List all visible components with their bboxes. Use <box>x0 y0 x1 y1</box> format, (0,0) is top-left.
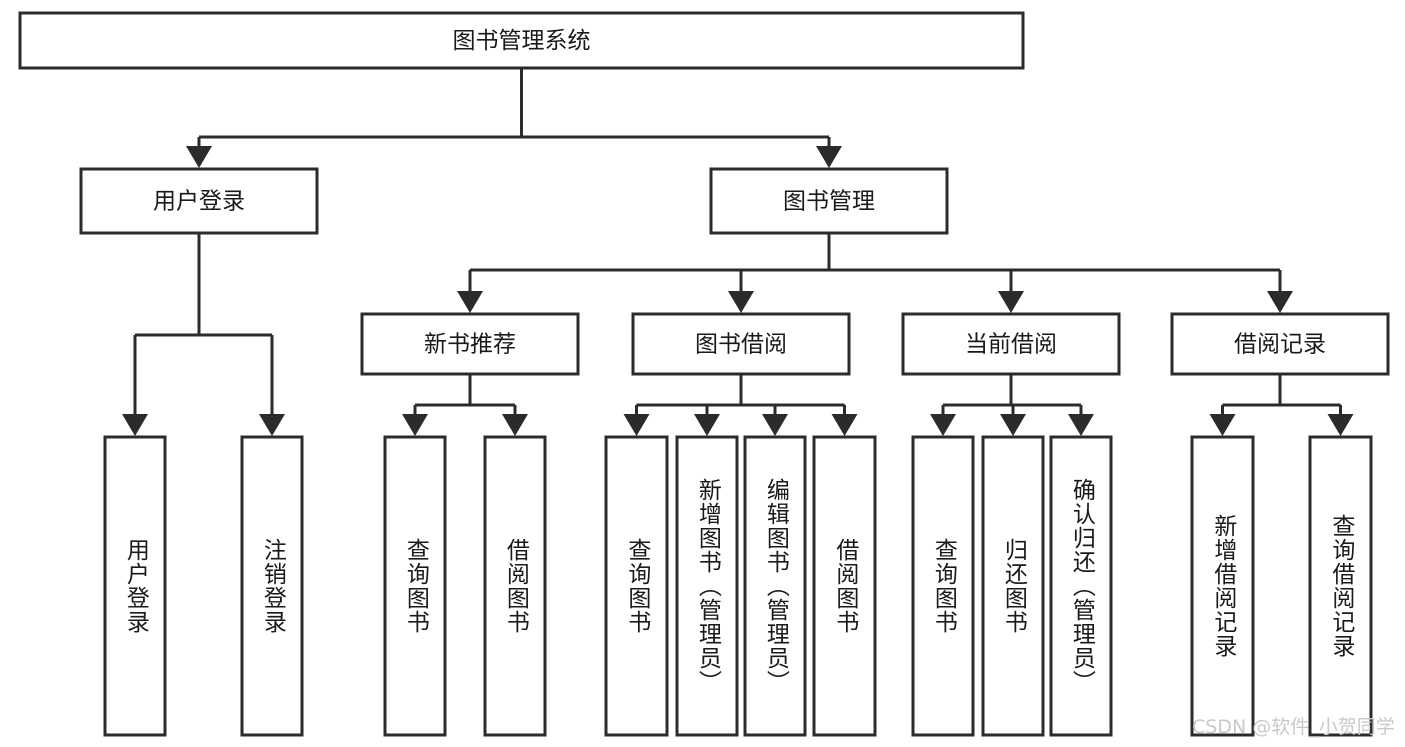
connector-layer <box>122 68 1354 436</box>
connector-c-root <box>186 68 842 168</box>
node-box-bookmgmt[interactable] <box>709 167 949 235</box>
node-box-leaf-new-query[interactable] <box>383 435 447 737</box>
node-box-leaf-rec-query[interactable] <box>1308 435 1373 737</box>
node-label-newbook: 新书推荐 <box>424 332 516 358</box>
node-box-records[interactable] <box>1170 312 1390 376</box>
connector-c-login <box>122 233 285 436</box>
node-box-leaf-cur-query[interactable] <box>911 435 975 737</box>
connector-c-bookmgmt <box>457 233 1293 313</box>
connector-c-records <box>1209 374 1354 436</box>
arrow-head-icon <box>816 146 842 168</box>
arrow-head-icon <box>186 146 212 168</box>
node-box-leaf-new-borrow[interactable] <box>483 435 547 737</box>
node-label-records: 借阅记录 <box>1234 332 1326 358</box>
arrow-head-icon <box>831 414 858 436</box>
node-box-leaf-borrow-lend[interactable] <box>812 435 877 737</box>
node-box-leaf-borrow-query[interactable] <box>604 435 669 737</box>
node-box-leaf-borrow-add[interactable] <box>675 435 739 737</box>
node-label-login: 用户登录 <box>153 189 245 215</box>
node-box-leaf-cur-confirm[interactable] <box>1049 435 1113 737</box>
arrow-head-icon <box>998 291 1024 313</box>
arrow-head-icon <box>1327 414 1354 436</box>
node-box-layer <box>18 11 1390 737</box>
node-box-current[interactable] <box>901 312 1121 376</box>
connector-c-borrow <box>623 374 858 436</box>
arrow-head-icon <box>762 414 788 436</box>
node-box-leaf-user-logout[interactable] <box>240 435 304 737</box>
node-box-borrow[interactable] <box>631 312 851 376</box>
node-label-bookmgmt: 图书管理 <box>783 189 875 215</box>
node-label-current: 当前借阅 <box>965 332 1057 358</box>
connector-c-current <box>930 374 1094 436</box>
connector-c-newbook <box>402 374 528 436</box>
arrow-head-icon <box>457 291 483 313</box>
arrow-head-icon <box>502 414 528 436</box>
node-box-root[interactable] <box>18 11 1025 70</box>
node-box-leaf-user-login[interactable] <box>103 435 167 737</box>
arrow-head-icon <box>1000 414 1026 436</box>
arrow-head-icon <box>728 291 754 313</box>
arrow-head-icon <box>1209 414 1236 436</box>
csdn-watermark: CSDN @软件_小贺同学 <box>1192 716 1395 738</box>
node-box-leaf-cur-return[interactable] <box>981 435 1045 737</box>
arrow-head-icon <box>930 414 956 436</box>
arrow-head-icon <box>122 414 148 436</box>
arrow-head-icon <box>694 414 720 436</box>
arrow-head-icon <box>1267 291 1293 313</box>
node-label-root: 图书管理系统 <box>453 28 591 54</box>
arrow-head-icon <box>259 414 285 436</box>
node-box-login[interactable] <box>79 167 319 235</box>
node-label-borrow: 图书借阅 <box>695 332 787 358</box>
node-box-newbook[interactable] <box>360 312 580 376</box>
node-box-leaf-borrow-edit[interactable] <box>743 435 807 737</box>
node-box-leaf-rec-add[interactable] <box>1190 435 1255 737</box>
arrow-head-icon <box>1068 414 1094 436</box>
arrow-head-icon <box>402 414 428 436</box>
arrow-head-icon <box>623 414 650 436</box>
